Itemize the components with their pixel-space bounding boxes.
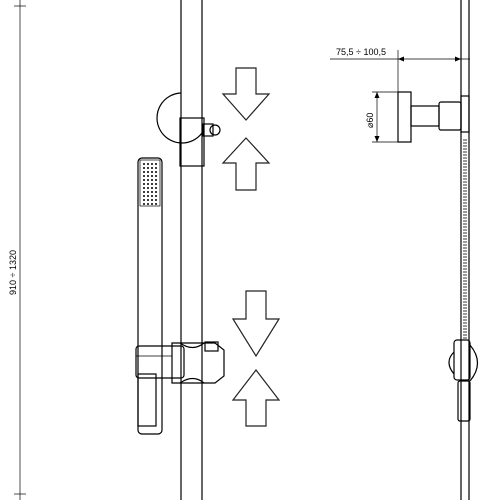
nozzle-dot	[143, 195, 145, 197]
side-view: 75,5 ÷ 100,5 ⌀60	[330, 0, 479, 500]
offset-dimension-label: 75,5 ÷ 100,5	[336, 47, 386, 57]
hand-shower	[137, 157, 163, 435]
height-dimension-label: 910 ÷ 1320	[8, 250, 18, 295]
diameter-dimension: ⌀60	[365, 91, 398, 143]
diameter-dimension-label: ⌀60	[365, 113, 375, 128]
offset-dimension: 75,5 ÷ 100,5	[330, 47, 470, 92]
nozzle-dot	[155, 167, 157, 169]
nozzle-dot	[147, 167, 149, 169]
nozzle-dot	[155, 171, 157, 173]
side-wall-bracket	[397, 91, 462, 143]
nozzle-dot	[155, 175, 157, 177]
nozzle-dot	[155, 183, 157, 185]
nozzle-dot	[143, 191, 145, 193]
nozzle-dot	[143, 163, 145, 165]
arrow-down-icon	[221, 67, 271, 121]
nozzle-dot	[147, 187, 149, 189]
nozzle-dot	[143, 187, 145, 189]
arrow-up-icon	[221, 137, 271, 191]
nozzle-dot	[143, 179, 145, 181]
arrow-down-icon	[231, 290, 281, 358]
nozzle-dot	[143, 199, 145, 201]
nozzle-dot	[155, 203, 157, 205]
nozzle-dot	[143, 203, 145, 205]
nozzle-dot	[143, 171, 145, 173]
nozzle-dot	[151, 163, 153, 165]
nozzle-dot	[151, 191, 153, 193]
side-rail	[460, 0, 470, 500]
nozzle-dot	[143, 183, 145, 185]
nozzle-dot	[147, 175, 149, 177]
nozzle-dot	[151, 175, 153, 177]
nozzle-dot	[155, 187, 157, 189]
sliding-holder	[135, 341, 225, 384]
nozzle-dot	[151, 179, 153, 181]
nozzle-dot	[147, 163, 149, 165]
nozzle-dot	[143, 167, 145, 169]
nozzle-dot	[155, 179, 157, 181]
side-holder	[448, 339, 479, 422]
nozzle-dot	[151, 183, 153, 185]
nozzle-dot	[147, 183, 149, 185]
front-wall-bracket	[156, 92, 221, 167]
nozzle-dot	[147, 203, 149, 205]
front-rail	[180, 0, 203, 500]
nozzle-dot	[155, 163, 157, 165]
nozzle-dot	[151, 203, 153, 205]
nozzle-dot	[147, 171, 149, 173]
side-hose	[463, 139, 467, 339]
nozzle-dot	[151, 187, 153, 189]
nozzle-dot	[155, 199, 157, 201]
nozzle-dot	[155, 191, 157, 193]
nozzle-dot	[151, 171, 153, 173]
nozzle-dot	[151, 195, 153, 197]
front-view	[135, 0, 281, 500]
hand-shower-nozzles	[143, 163, 157, 205]
nozzle-dot	[155, 195, 157, 197]
height-dimension: 910 ÷ 1320	[8, 0, 26, 500]
nozzle-dot	[147, 195, 149, 197]
nozzle-dot	[151, 167, 153, 169]
nozzle-dot	[147, 179, 149, 181]
arrow-up-icon	[231, 369, 281, 427]
nozzle-dot	[147, 199, 149, 201]
nozzle-dot	[143, 175, 145, 177]
nozzle-dot	[151, 199, 153, 201]
nozzle-dot	[147, 191, 149, 193]
